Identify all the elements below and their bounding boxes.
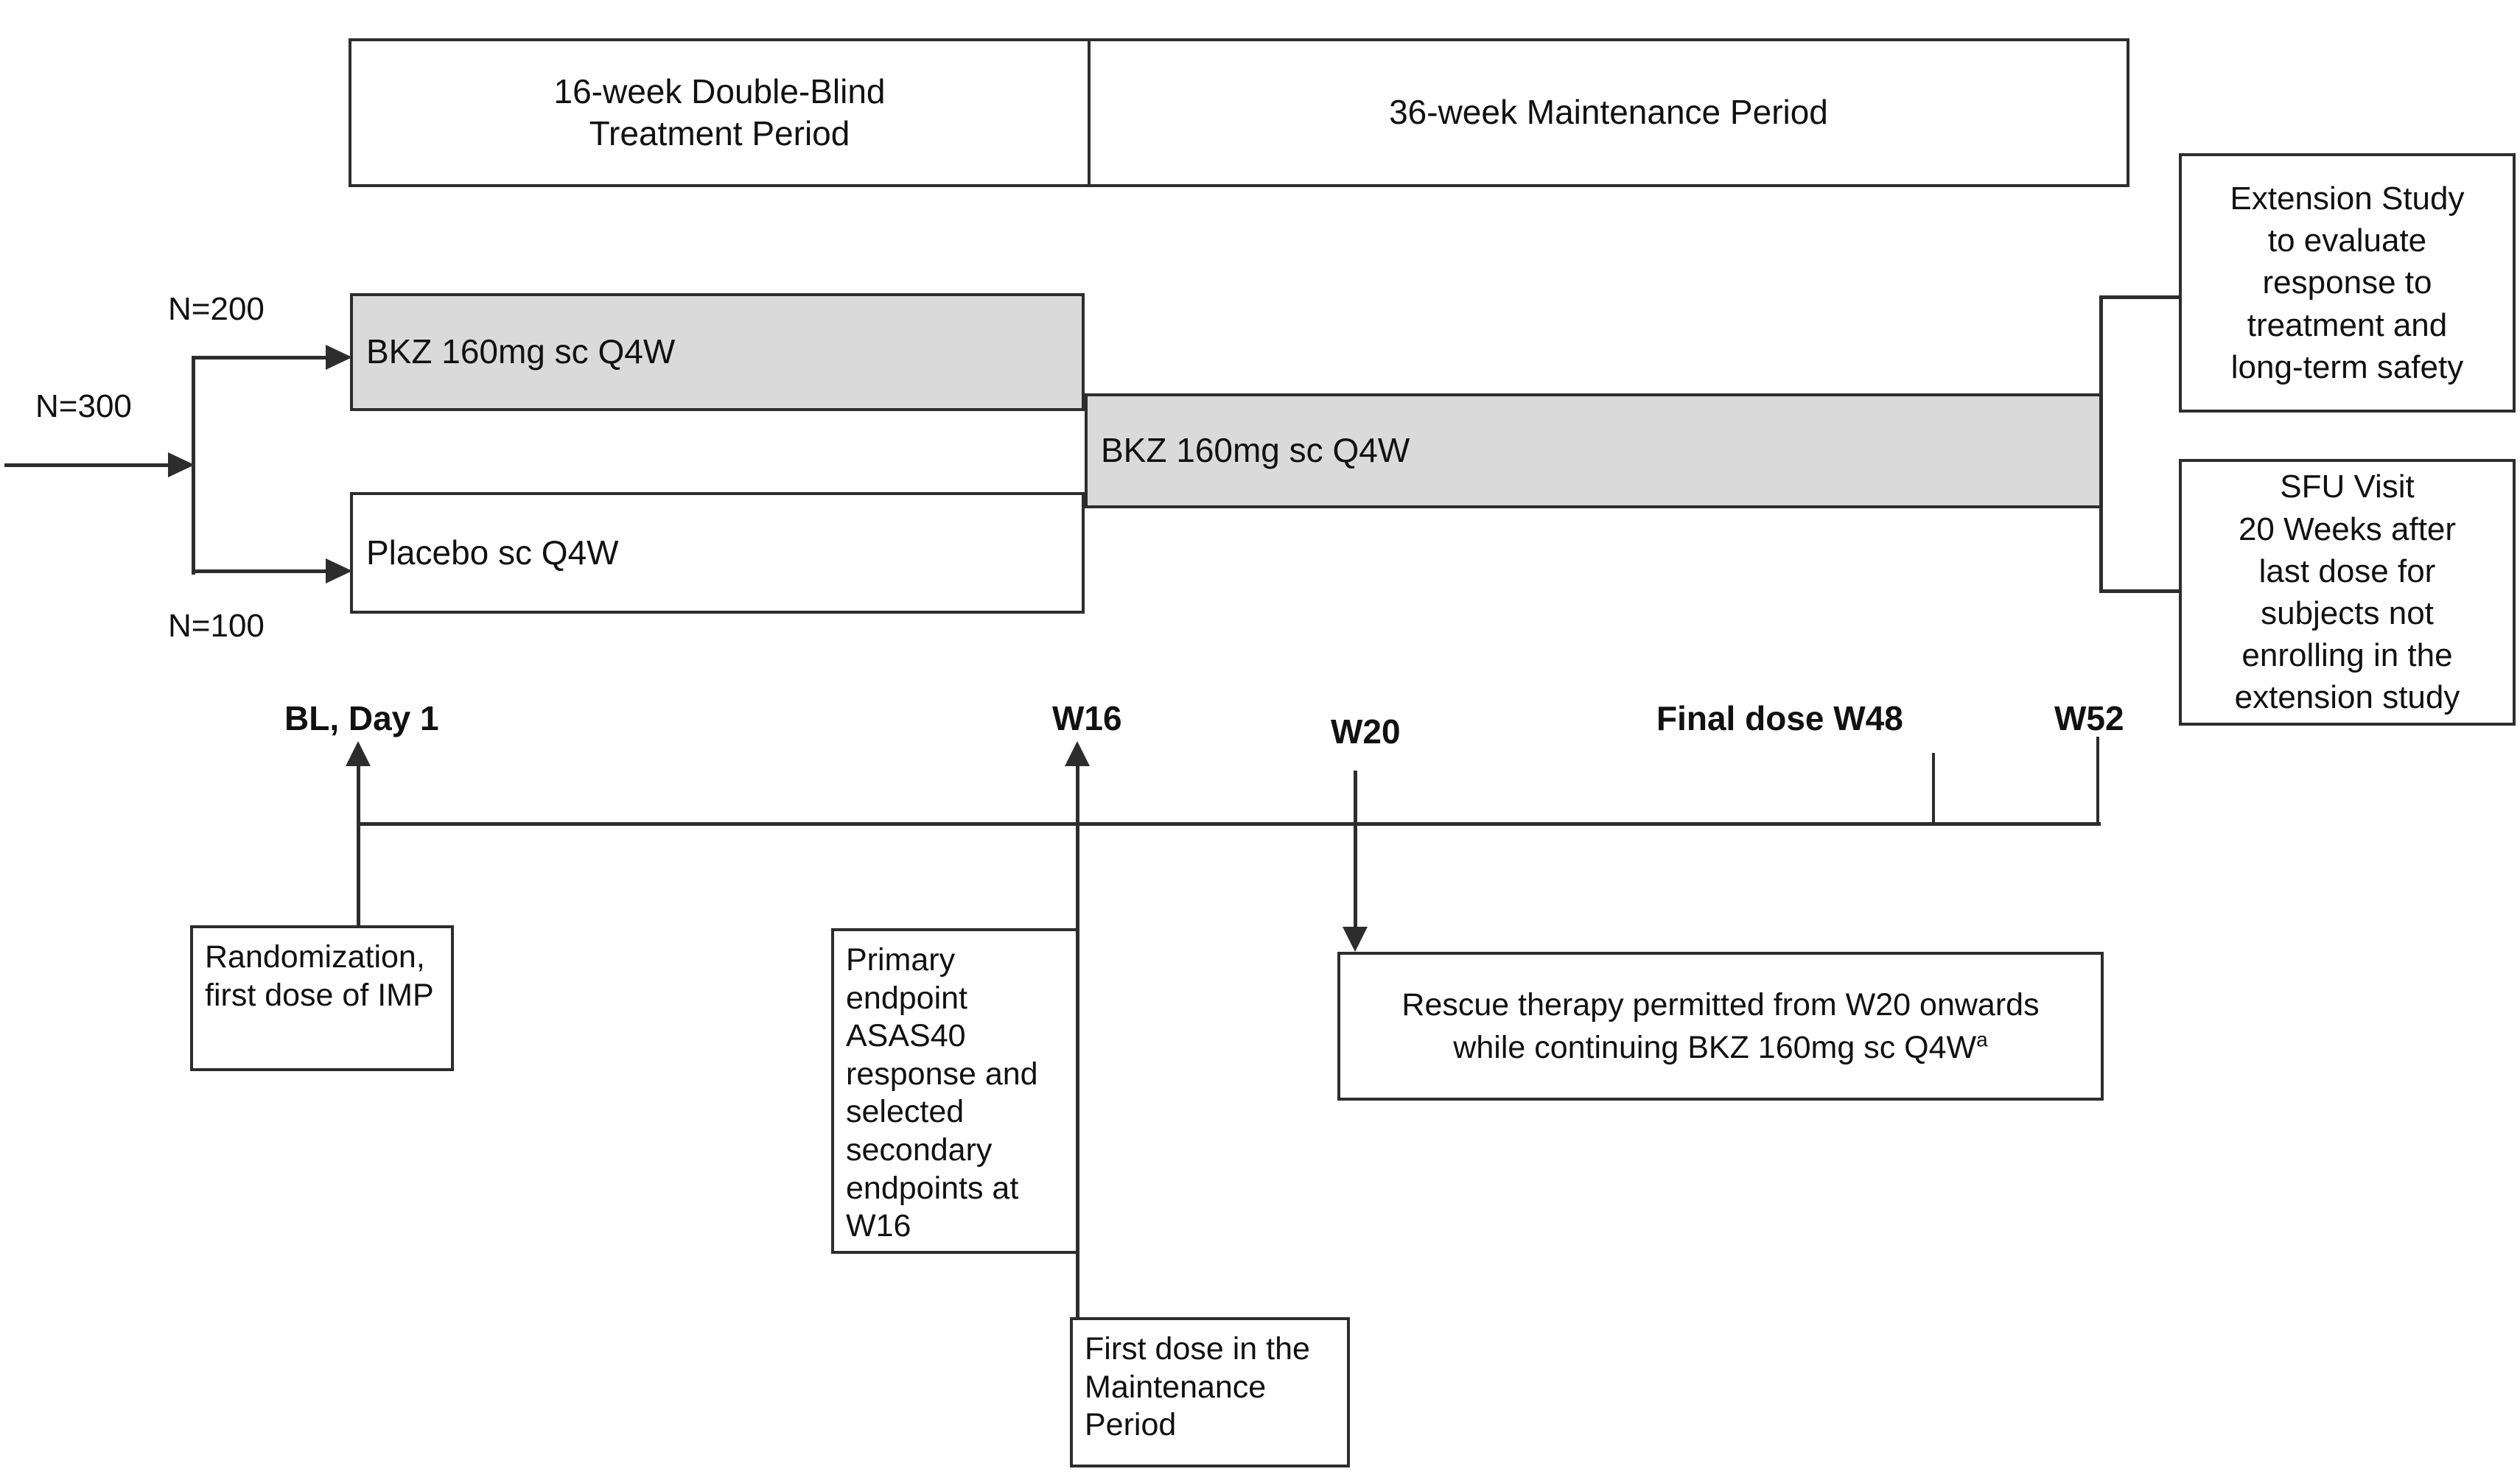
week20-vertical-line — [1354, 771, 1357, 927]
sfu-visit-box: SFU Visit 20 Weeks after last dose for s… — [2179, 459, 2516, 726]
treatment-period-cell: 16-week Double-Blind Treatment Period — [351, 41, 1091, 184]
week48-label: Final dose W48 — [1656, 699, 1903, 737]
baseline-label: BL, Day 1 — [284, 699, 439, 737]
period-header-box: 16-week Double-Blind Treatment Period 36… — [349, 38, 2129, 187]
placebo-branch-arrowhead-icon — [326, 558, 352, 583]
week48-tick — [1932, 753, 1935, 825]
bkz-branch-arrowhead-icon — [326, 345, 352, 370]
placebo-branch-shaft — [192, 569, 326, 573]
outcome-bracket-vertical — [2099, 295, 2103, 593]
randomization-note-box: Randomization, first dose of IMP — [190, 925, 454, 1071]
timeline-line — [357, 822, 2101, 826]
bkz-branch-shaft — [192, 356, 326, 360]
baseline-arrowhead-icon — [346, 741, 371, 766]
rescue-therapy-line2: while continuing BKZ 160mg sc Q4W — [1453, 1030, 1977, 1065]
week20-label: W20 — [1331, 712, 1401, 751]
rescue-footnote-marker: a — [1976, 1028, 1988, 1051]
placebo-arm-label: Placebo sc Q4W — [366, 533, 619, 572]
outcome-bracket-stub-bottom — [2099, 589, 2182, 593]
week52-vertical-line — [2096, 737, 2099, 825]
branch-vertical-line — [192, 356, 195, 575]
primary-endpoint-note-box: Primary endpoint ASAS40 response and sel… — [831, 928, 1079, 1254]
n-placebo-label: N=100 — [168, 608, 265, 644]
week16-arrowhead-icon — [1065, 741, 1090, 766]
treatment-period-label: 16-week Double-Blind Treatment Period — [553, 71, 886, 153]
first-dose-note-box: First dose in the Maintenance Period — [1070, 1317, 1350, 1467]
outcome-bracket-stub-top — [2099, 295, 2182, 299]
bkz-arm-box: BKZ 160mg sc Q4W — [350, 293, 1085, 411]
maintenance-bar: BKZ 160mg sc Q4W — [1085, 393, 2102, 508]
week52-label: W52 — [2054, 699, 2124, 737]
placebo-arm-box: Placebo sc Q4W — [350, 492, 1085, 614]
n-bkz-label: N=200 — [168, 291, 265, 327]
extension-study-label: Extension Study to evaluate response to … — [2230, 180, 2465, 385]
maintenance-period-label: 36-week Maintenance Period — [1389, 93, 1828, 132]
sfu-visit-label: SFU Visit 20 Weeks after last dose for s… — [2234, 469, 2460, 716]
enrollment-arrow-shaft — [4, 463, 168, 467]
extension-study-box: Extension Study to evaluate response to … — [2179, 153, 2516, 413]
bkz-arm-label: BKZ 160mg sc Q4W — [366, 332, 676, 371]
week20-arrowhead-icon — [1343, 927, 1368, 952]
maintenance-period-cell: 36-week Maintenance Period — [1091, 41, 2127, 184]
n-total-label: N=300 — [35, 388, 132, 424]
maintenance-bar-label: BKZ 160mg sc Q4W — [1101, 431, 1410, 470]
baseline-vertical-line — [357, 765, 360, 928]
week16-label: W16 — [1052, 699, 1122, 737]
enrollment-arrowhead-icon — [168, 452, 195, 477]
rescue-therapy-note-box: Rescue therapy permitted from W20 onward… — [1337, 952, 2104, 1101]
rescue-therapy-line1: Rescue therapy permitted from W20 onward… — [1401, 986, 2040, 1023]
